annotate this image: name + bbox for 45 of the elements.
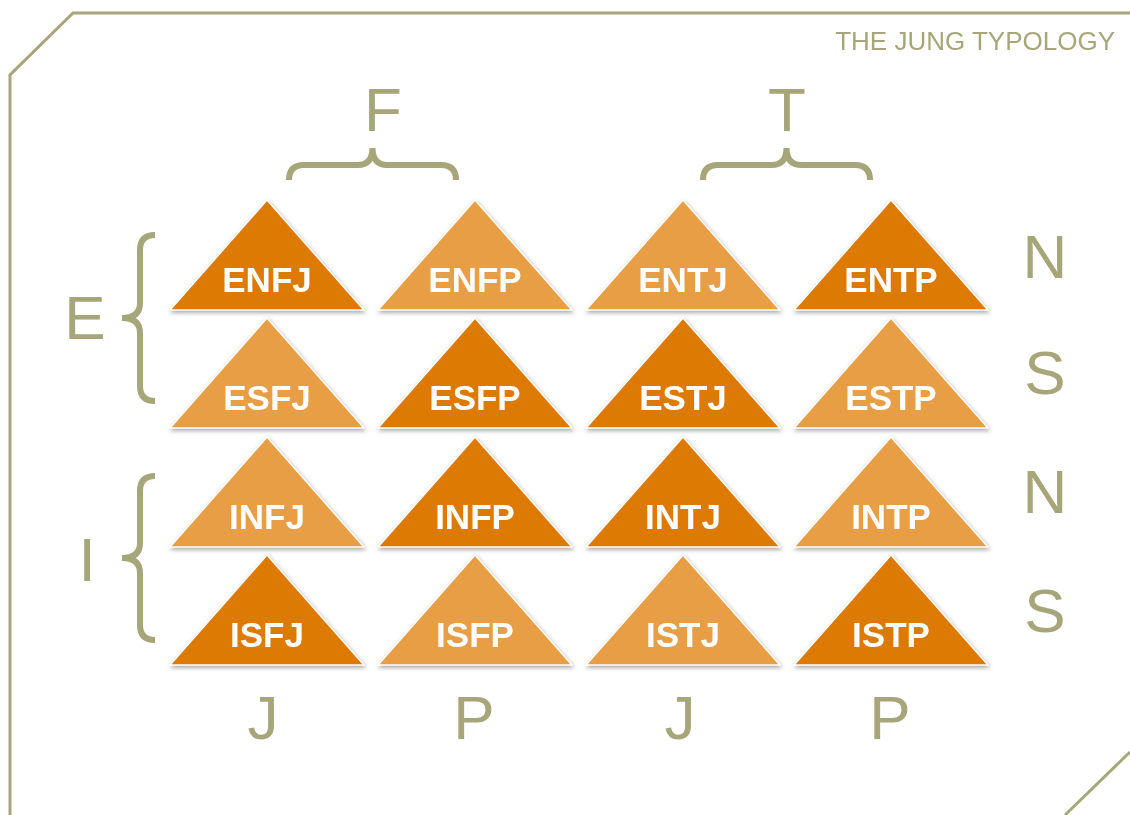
- type-code: ISFP: [436, 617, 514, 652]
- triangle-shape: [169, 199, 365, 311]
- triangle-shape: [377, 436, 573, 548]
- triangle-shape: [793, 199, 989, 311]
- axis-letter: T: [768, 79, 806, 141]
- axis-letter: E: [64, 287, 106, 349]
- triangle-shape: [377, 199, 573, 311]
- triangle-shape: [169, 554, 365, 666]
- axis-letter: P: [869, 687, 911, 749]
- type-code: ENTJ: [638, 262, 728, 297]
- axis-letter: J: [664, 687, 696, 749]
- axis-letter: J: [247, 687, 279, 749]
- triangle-shape: [377, 317, 573, 429]
- triangle-shape: [169, 436, 365, 548]
- type-code: ISTP: [852, 617, 930, 652]
- axis-letter: N: [1022, 461, 1068, 523]
- type-code: ISTJ: [646, 617, 720, 652]
- type-code: ESTP: [845, 380, 937, 415]
- axis-letter: P: [453, 687, 495, 749]
- axis-letter: S: [1024, 580, 1066, 642]
- triangle-shape: [585, 199, 781, 311]
- axis-letter: I: [78, 529, 96, 591]
- triangle-shape: [585, 317, 781, 429]
- triangle-shape: [793, 554, 989, 666]
- triangle-shape: [169, 317, 365, 429]
- type-code: INFP: [435, 499, 515, 534]
- type-code: INTP: [851, 499, 931, 534]
- type-code: ESFJ: [223, 380, 311, 415]
- triangle-shape: [377, 554, 573, 666]
- type-code: ESTJ: [639, 380, 727, 415]
- axis-letter: S: [1024, 342, 1066, 404]
- triangle-shape: [793, 436, 989, 548]
- type-code: INTJ: [645, 499, 721, 534]
- type-code: ENFP: [428, 262, 522, 297]
- axis-letter: F: [364, 79, 402, 141]
- type-code: INFJ: [229, 499, 305, 534]
- type-code: ISFJ: [230, 617, 304, 652]
- title: THE JUNG TYPOLOGY: [835, 28, 1115, 54]
- triangle-shape: [585, 554, 781, 666]
- triangle-shape: [793, 317, 989, 429]
- axis-letter: N: [1022, 226, 1068, 288]
- type-code: ENFJ: [222, 262, 312, 297]
- type-code: ENTP: [844, 262, 938, 297]
- type-code: ESFP: [429, 380, 521, 415]
- triangle-shape: [585, 436, 781, 548]
